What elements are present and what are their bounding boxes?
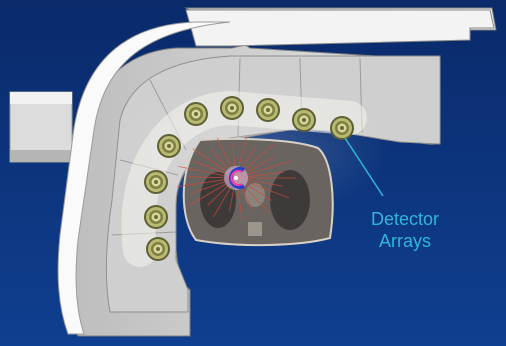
mount-block: [10, 92, 72, 162]
detector-array-icon: [144, 170, 168, 194]
detector-array-icon: [330, 116, 354, 140]
detector-array-icon: [146, 237, 170, 261]
top-rail: [186, 10, 494, 46]
detector-array-icon: [220, 96, 244, 120]
detector-array-icon: [184, 102, 208, 126]
heart-marker-icon: [224, 166, 248, 190]
detector-array-icon: [157, 134, 181, 158]
callout-line-2: Arrays: [350, 230, 460, 252]
detector-array-icon: [144, 205, 168, 229]
detector-array-icon: [292, 108, 316, 132]
detector-array-icon: [256, 98, 280, 122]
callout-line-1: Detector: [350, 208, 460, 230]
detector-arrays-label: Detector Arrays: [350, 208, 460, 252]
